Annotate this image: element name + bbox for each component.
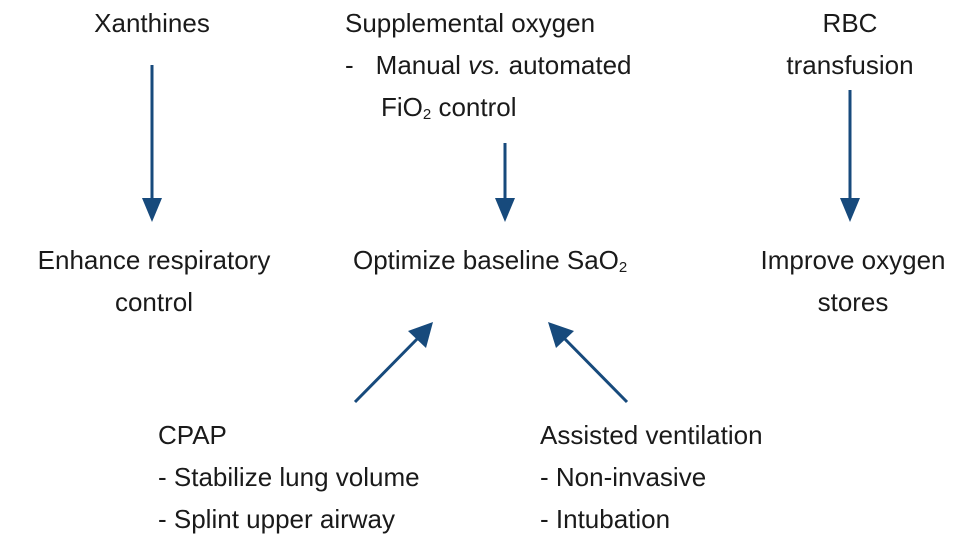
arrowhead-ventilation [548, 322, 574, 348]
ventilation-item-1: - Non-invasive [540, 462, 707, 492]
cpap-block: CPAP - Stabilize lung volume - Splint up… [158, 414, 420, 540]
respiratory-line1: Enhance respiratory [37, 245, 271, 275]
supplemental-oxygen-bullet: -Manual vs. automated [345, 44, 632, 86]
arrowhead-oxygen [495, 198, 515, 222]
enhance-respiratory-control: Enhance respiratory control [14, 239, 294, 323]
rbc-line2: transfusion [786, 50, 914, 80]
arrow-ventilation-to-sao2 [558, 332, 629, 404]
sao2-text: Optimize baseline SaO [353, 245, 619, 275]
improve-oxygen-stores: Improve oxygen stores [738, 239, 968, 323]
bullet-dash: - [345, 50, 354, 80]
cpap-item-2: - Splint upper airway [158, 504, 395, 534]
assisted-ventilation-block: Assisted ventilation - Non-invasive - In… [540, 414, 763, 540]
optimize-baseline-sao2: Optimize baseline SaO2 [353, 239, 627, 281]
rbc-transfusion-label: RBC transfusion [760, 2, 940, 86]
bullet-after: automated [501, 50, 632, 80]
arrowhead-xanthines [142, 198, 162, 222]
rbc-line1: RBC [822, 8, 878, 38]
arrow-cpap-to-sao2 [353, 332, 424, 404]
supplemental-oxygen-title: Supplemental oxygen [345, 8, 596, 38]
stores-line1: Improve oxygen [760, 245, 946, 275]
cpap-item-1: - Stabilize lung volume [158, 462, 420, 492]
arrowhead-cpap [408, 322, 433, 348]
ventilation-item-2: - Intubation [540, 504, 671, 534]
cpap-title: CPAP [158, 420, 227, 450]
stores-line2: stores [817, 287, 889, 317]
xanthines-label: Xanthines [94, 8, 210, 38]
bullet-prefix: Manual [375, 50, 469, 80]
sao2-subscript: 2 [618, 259, 628, 276]
vs-italic: vs. [468, 50, 502, 80]
fio2-subscript: 2 [422, 106, 432, 123]
fio2-control-line: FiO2 control [381, 86, 517, 128]
fio-text: FiO [381, 92, 423, 122]
control-text: control [431, 92, 517, 122]
ventilation-title: Assisted ventilation [540, 420, 763, 450]
respiratory-line2: control [114, 287, 194, 317]
arrowhead-rbc [840, 198, 860, 222]
